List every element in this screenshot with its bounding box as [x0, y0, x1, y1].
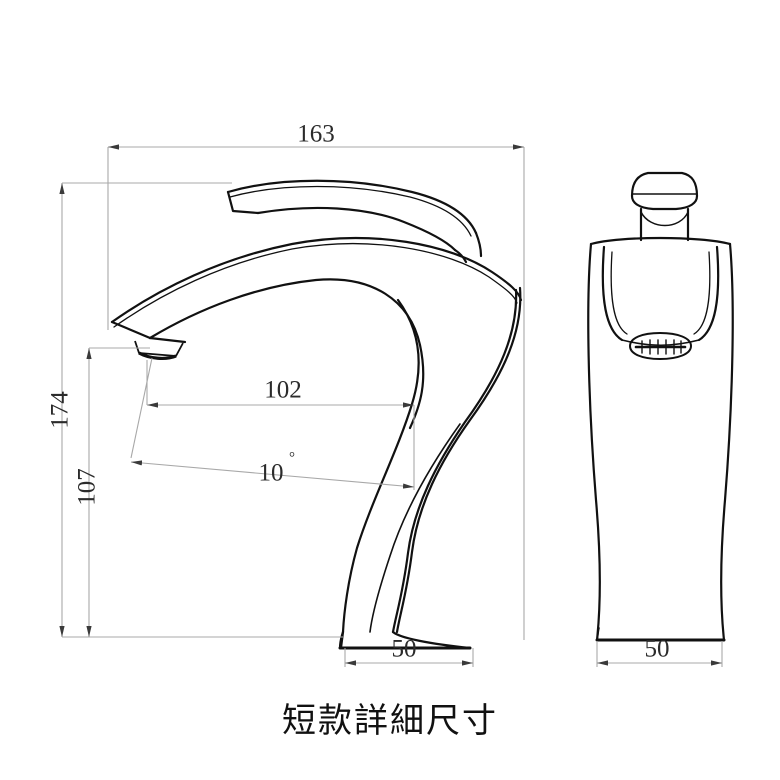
degree-symbol-icon: °: [289, 450, 295, 466]
faucet-front-view: [587, 171, 734, 642]
dimension-label-10deg: 10: [259, 460, 284, 487]
dimension-layer: [59, 144, 723, 667]
dimension-label-107: 107: [74, 468, 101, 506]
side-view-spout: [110, 236, 523, 430]
dimension-label-174: 174: [47, 391, 74, 429]
dimension-label-10deg-group: 10 °: [259, 450, 296, 487]
dimension-overall-height: [59, 182, 343, 638]
dimension-overall-width: [107, 144, 525, 640]
side-view-aerator: [134, 340, 184, 360]
dimension-label-50-side: 50: [392, 636, 417, 663]
dimension-label-102: 102: [264, 377, 302, 404]
dimension-base-width-front: [596, 641, 723, 667]
dimension-spout-height: [86, 347, 150, 637]
faucet-side-view: [110, 179, 523, 650]
dimension-base-width-side: [344, 648, 474, 667]
angle-ray-left: [130, 357, 153, 459]
side-view-handle: [226, 179, 483, 264]
drawing-caption: 短款詳細尺寸: [282, 701, 498, 741]
dimension-spout-angle: [130, 357, 415, 489]
front-view-handle-cap: [630, 171, 699, 242]
dimension-label-50-front: 50: [645, 636, 670, 663]
dimension-label-163: 163: [297, 121, 335, 148]
side-view-body: [338, 286, 522, 650]
dim-line-10deg: [130, 460, 415, 489]
front-view-aerator: [629, 332, 692, 360]
front-view-body: [587, 236, 734, 642]
